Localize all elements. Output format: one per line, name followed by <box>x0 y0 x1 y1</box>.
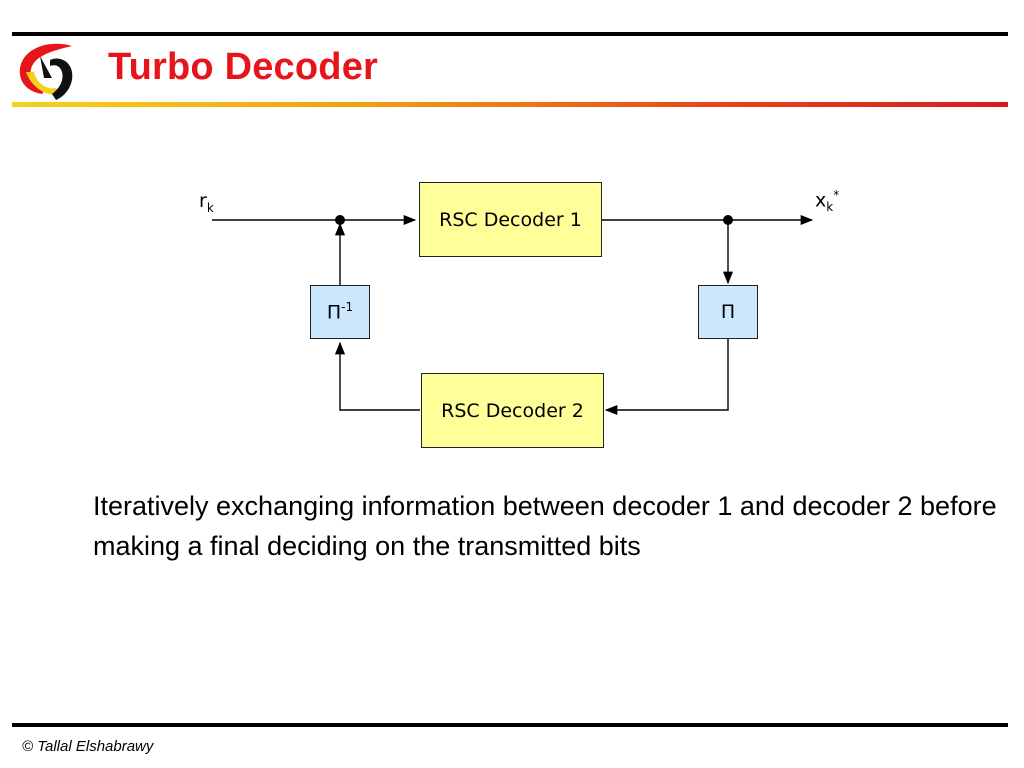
bottom-rule <box>12 723 1008 727</box>
output-junction-dot <box>723 215 733 225</box>
rsc-decoder-1-block: RSC Decoder 1 <box>419 182 602 257</box>
input-label: rk <box>199 190 214 215</box>
rsc-decoder-2-label: RSC Decoder 2 <box>441 399 584 422</box>
decoder2-to-deinterleaver-line <box>334 341 420 411</box>
copyright-footer: © Tallal Elshabrawy <box>22 738 154 755</box>
logo-icon <box>19 43 73 100</box>
input-junction-dot <box>335 215 345 225</box>
deinterleaver-block: Π-1 <box>310 285 370 339</box>
interleaver-label: Π <box>720 301 736 323</box>
interleaver-block: Π <box>698 285 758 339</box>
deinterleaver-label: Π-1 <box>326 300 354 324</box>
rsc-decoder-2-block: RSC Decoder 2 <box>421 373 604 448</box>
gradient-rule <box>12 102 1008 107</box>
output-label: xk* <box>815 188 840 215</box>
description-text: Iteratively exchanging information betwe… <box>93 491 997 561</box>
rsc-decoder-1-label: RSC Decoder 1 <box>439 208 582 231</box>
top-rule <box>12 32 1008 36</box>
interleaver-to-decoder2-line <box>604 339 729 416</box>
page-title: Turbo Decoder <box>108 46 379 88</box>
